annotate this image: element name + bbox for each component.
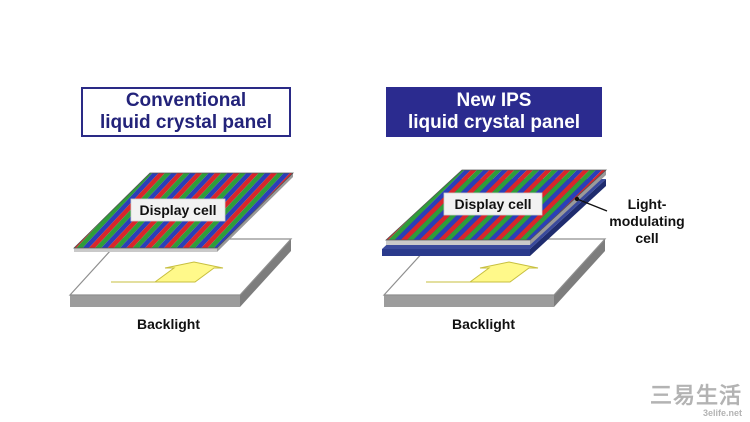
rgb-stripe — [201, 173, 278, 248]
rgb-stripe — [513, 170, 590, 240]
rgb-stripe — [213, 173, 290, 248]
callout-pointer-line — [576, 198, 608, 212]
conventional-backlight-label: Backlight — [137, 316, 201, 332]
conventional-backlight-unit — [68, 238, 293, 307]
rgb-stripe — [195, 173, 272, 248]
ips-display-cell-label-bg — [443, 192, 543, 216]
rgb-stripe — [400, 170, 477, 240]
callout-line1: Light- — [627, 196, 667, 212]
watermark-main-text: 三易生活 — [649, 383, 742, 408]
conventional-backlight-side-face — [240, 239, 291, 307]
rgb-stripe — [76, 173, 153, 248]
conventional-panel-title: Conventional liquid crystal panel — [81, 87, 291, 137]
ips-panel-title: New IPS liquid crystal panel — [386, 87, 602, 137]
conventional-cell-side-edge — [217, 173, 293, 252]
ips-backlight-unit — [382, 238, 607, 307]
rgb-stripe — [388, 170, 465, 240]
conventional-display-cell-label-bg — [130, 198, 226, 222]
conventional-title-line1: Conventional — [125, 90, 247, 111]
ips-title-line2: liquid crystal panel — [407, 112, 581, 133]
ips-backlight-front-face — [384, 295, 554, 307]
site-watermark: 三易生活 3elife.net — [649, 383, 742, 419]
conventional-title-line2: liquid crystal panel — [99, 112, 273, 133]
ips-display-cell-label: Display cell — [454, 196, 531, 212]
ips-display-cell-front-edge — [386, 240, 530, 245]
ips-backlight-label: Backlight — [452, 316, 516, 332]
rgb-stripe — [507, 170, 584, 240]
ips-display-cell-side-edge — [530, 170, 606, 245]
ips-light-arrow — [426, 261, 539, 283]
rgb-stripe — [88, 173, 165, 248]
conventional-cell-front-edge — [74, 248, 217, 252]
light-modulating-cell-side — [530, 179, 606, 256]
ips-backlight-side-face — [554, 239, 605, 307]
light-modulating-cell-callout: Light- modulating cell — [602, 196, 692, 247]
callout-line2: modulating — [609, 213, 685, 229]
watermark-sub-text: 3elife.net — [702, 408, 742, 418]
ips-title-line1: New IPS — [456, 90, 532, 111]
conventional-light-arrow — [111, 261, 224, 283]
rgb-stripe — [525, 170, 602, 240]
rgb-stripe — [188, 173, 265, 248]
light-modulating-cell-front — [382, 249, 530, 256]
callout-line3: cell — [635, 230, 659, 246]
callout-pointer-dot — [574, 196, 580, 202]
conventional-display-cell-label: Display cell — [139, 202, 216, 218]
rgb-stripe — [394, 170, 471, 240]
rgb-stripe — [207, 173, 284, 248]
rgb-stripe — [519, 170, 596, 240]
conventional-backlight-front-face — [70, 295, 240, 307]
rgb-stripe — [82, 173, 159, 248]
